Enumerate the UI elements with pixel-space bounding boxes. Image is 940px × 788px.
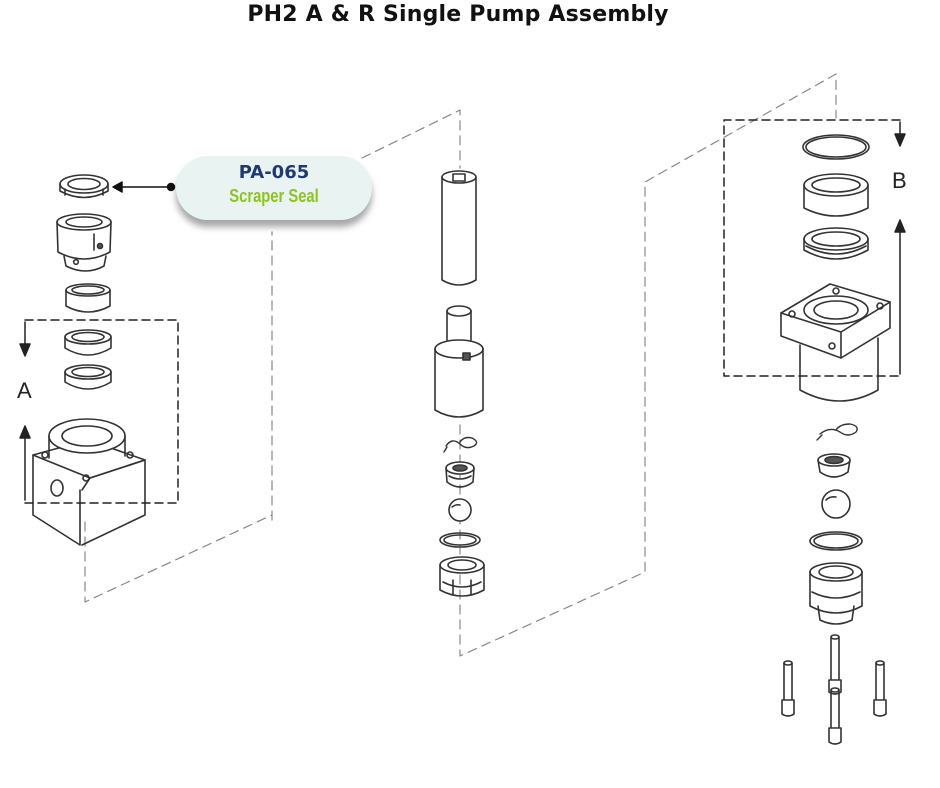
intake-ball-part <box>821 489 851 519</box>
piston-part <box>434 305 484 418</box>
mounting-bolt-right-part <box>873 660 887 717</box>
gland-nut-part <box>56 213 112 272</box>
displacement-rod-part <box>441 170 477 286</box>
mounting-bolt-center-bottom-part <box>828 687 842 745</box>
scraper-seal-part[interactable] <box>59 174 109 199</box>
callout-part-name: Scraper Seal <box>229 186 319 206</box>
part-callout-badge[interactable]: PA-065 Scraper Seal <box>176 156 372 220</box>
mounting-bolt-center-top-part <box>828 634 842 695</box>
intake-seat-part <box>817 453 851 478</box>
page-title: PH2 A & R Single Pump Assembly <box>247 2 669 27</box>
cylinder-sleeve-part <box>803 173 869 217</box>
piston-ball-part <box>448 498 472 522</box>
piston-o-ring-part <box>439 532 481 548</box>
assembly-path-lines <box>84 73 837 657</box>
packing-ring-upper-part <box>64 329 112 356</box>
cylinder-packing-ring-part <box>803 227 869 260</box>
dimension-a-arrows <box>19 321 31 501</box>
upper-bushing-part <box>65 283 111 313</box>
dimension-b-arrows <box>894 121 906 375</box>
packing-ring-lower-part <box>64 364 112 390</box>
piston-valve-housing-part <box>439 556 485 597</box>
lower-pump-body-part <box>780 283 891 402</box>
mounting-bolt-left-part <box>781 660 795 717</box>
dimension-b-label: B <box>892 168 907 193</box>
dimension-a-label: A <box>17 378 32 403</box>
callout-leader-arrow <box>112 181 176 193</box>
cylinder-o-ring-part <box>802 134 870 160</box>
piston-seat-part <box>445 461 475 488</box>
dimension-b-box <box>723 119 901 377</box>
intake-o-ring-part <box>809 531 863 551</box>
retaining-clip-part <box>443 436 478 453</box>
intake-valve-housing-part <box>809 562 863 625</box>
pump-body-block-part <box>32 418 146 546</box>
intake-clip-part <box>816 423 858 441</box>
callout-part-number: PA-065 <box>238 162 310 183</box>
dimension-a-box <box>24 319 179 504</box>
